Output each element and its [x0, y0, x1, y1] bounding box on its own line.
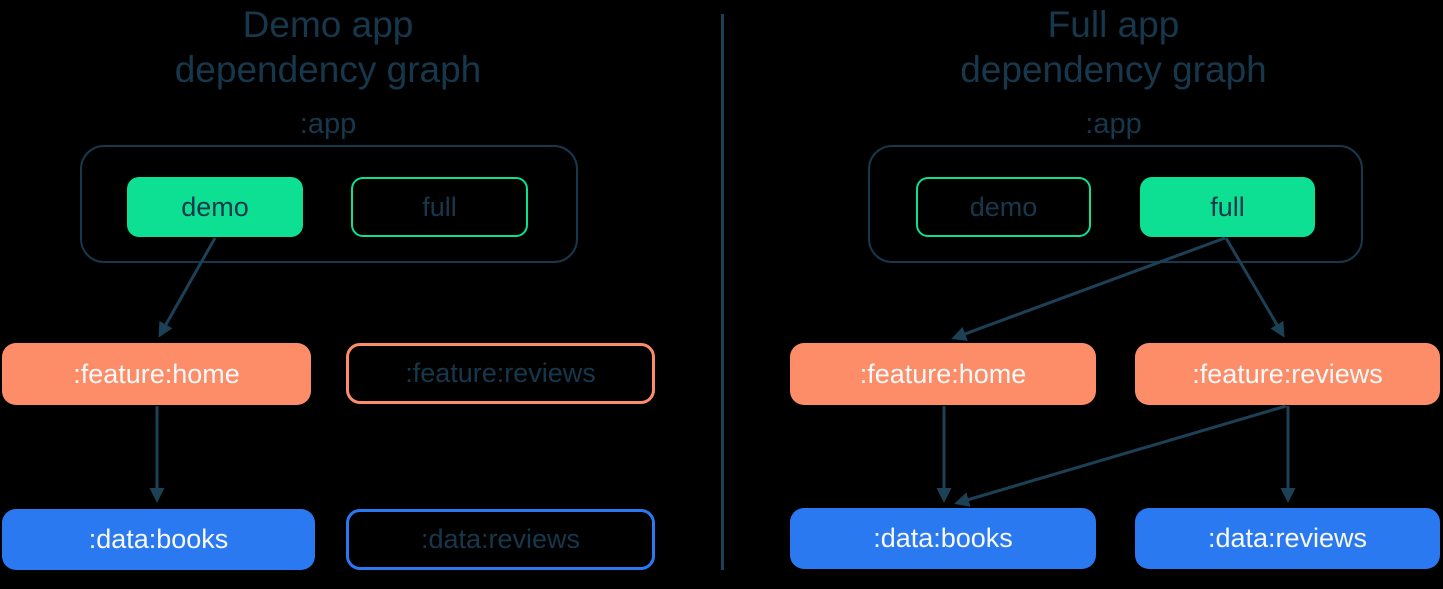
full-node-feature-reviews-label: :feature:reviews — [1192, 358, 1383, 389]
full-variant-demo: demo — [916, 177, 1091, 237]
full-node-feature-reviews: :feature:reviews — [1135, 343, 1440, 405]
full-app-module-label: :app — [1085, 108, 1142, 140]
full-node-data-reviews: :data:reviews — [1135, 508, 1440, 569]
full-node-data-books: :data:books — [790, 508, 1096, 569]
demo-node-data-reviews-label: :data:reviews — [420, 524, 581, 554]
full-variant-full: full — [1140, 177, 1315, 237]
demo-variant-full-label: full — [422, 191, 457, 222]
demo-node-data-books-label: :data:books — [88, 524, 229, 554]
panel-divider — [721, 14, 724, 570]
full-panel-title-line2: dependency graph — [960, 49, 1267, 90]
demo-node-feature-reviews-label: :feature:reviews — [405, 358, 596, 388]
edge-feature-reviews-to-data-books — [954, 404, 1287, 507]
full-node-data-books-label: :data:books — [873, 523, 1013, 553]
full-node-data-reviews-label: :data:reviews — [1207, 523, 1368, 553]
full-panel-title: Full app dependency graph — [866, 2, 1361, 92]
demo-app-module-label: :app — [299, 108, 357, 140]
demo-variant-demo-label: demo — [181, 191, 249, 222]
demo-node-feature-home: :feature:home — [2, 343, 311, 405]
full-node-feature-home: :feature:home — [790, 343, 1096, 405]
full-node-feature-home-label: :feature:home — [859, 358, 1027, 389]
full-variant-demo-label: demo — [969, 191, 1038, 222]
demo-node-feature-home-label: :feature:home — [73, 358, 240, 389]
demo-panel-title: Demo app dependency graph — [78, 2, 578, 92]
demo-variant-demo: demo — [127, 177, 303, 237]
full-panel-title-line1: Full app — [1047, 4, 1180, 45]
demo-panel-title-line1: Demo app — [242, 4, 414, 45]
demo-node-data-books: :data:books — [2, 509, 315, 570]
demo-variant-full: full — [351, 177, 528, 237]
demo-node-data-reviews: :data:reviews — [346, 509, 655, 570]
demo-panel-title-line2: dependency graph — [174, 49, 482, 90]
demo-app-container — [80, 145, 578, 263]
demo-node-feature-reviews: :feature:reviews — [346, 343, 655, 404]
full-variant-full-label: full — [1210, 191, 1245, 222]
